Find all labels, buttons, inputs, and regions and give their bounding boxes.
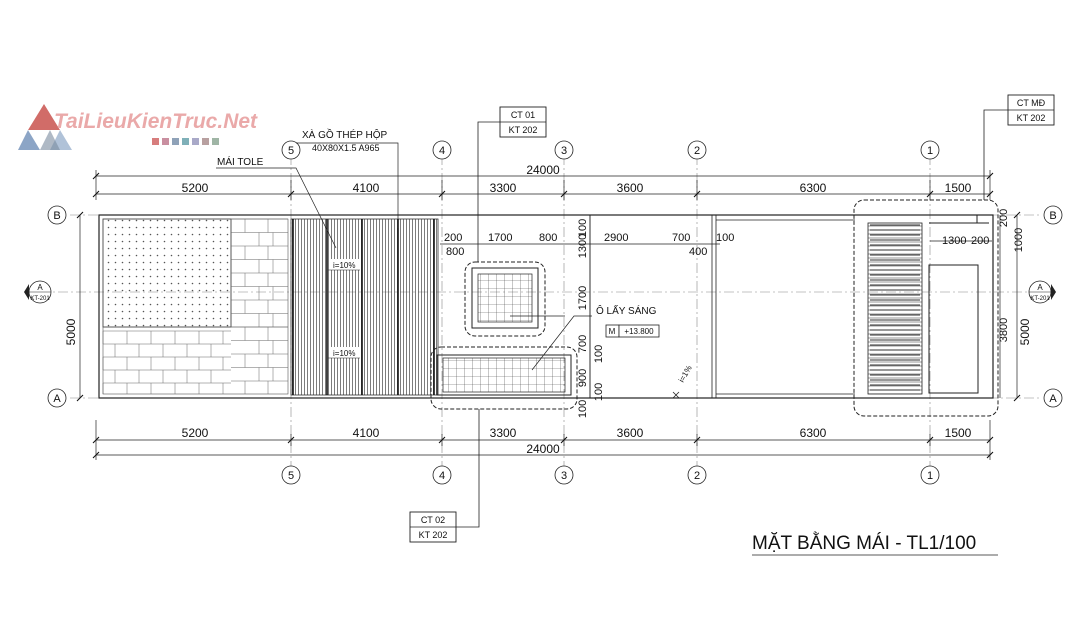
grid-label-2-bottom: 2	[694, 470, 700, 482]
stair-roof-zone	[853, 199, 999, 417]
dim-bottom-span-1: 5200	[182, 426, 209, 440]
section-letter-left: A	[37, 283, 43, 292]
slope-1: i=10%	[328, 259, 360, 271]
label-slope-2: i=10%	[333, 349, 355, 358]
callout-ct02-line2: KT 202	[419, 530, 448, 540]
grid-label-3-bottom: 3	[561, 470, 567, 482]
dim-400: 400	[689, 246, 707, 258]
dim-800b: 800	[539, 232, 557, 244]
grid-bubbles	[47, 140, 1063, 485]
dim-top-span-3: 3300	[490, 181, 517, 195]
dim-200b: 200	[998, 209, 1010, 227]
section-letter-right: A	[1037, 283, 1043, 292]
section-sheet-right: KT-201	[1030, 296, 1050, 302]
label-mai-tole: MÁI TOLE	[217, 155, 264, 168]
grid-label-5-top: 5	[288, 145, 294, 157]
grid-label-b-right: B	[1049, 210, 1056, 222]
drawing-title: MẶT BẰNG MÁI - TL1/100	[752, 532, 976, 554]
dim-100e: 100	[577, 400, 589, 418]
grid-label-1-bottom: 1	[927, 470, 933, 482]
grid-label-2-top: 2	[694, 145, 700, 157]
callout-ct02: CT 02 KT 202	[409, 409, 480, 543]
dim-100a: 100	[577, 219, 589, 237]
dim-bottom-span-2: 4100	[353, 426, 380, 440]
label-slope-3: i=1%	[677, 364, 694, 384]
dim-top-span-1: 5200	[182, 181, 209, 195]
callout-ctmd-line1: CT MĐ	[1017, 98, 1046, 108]
grid-label-a-right: A	[1049, 393, 1057, 405]
logo-text: TaiLieuKienTruc.Net	[54, 110, 258, 133]
level-marker: M +13.800	[605, 324, 660, 338]
callout-ct01-line1: CT 01	[511, 110, 535, 120]
dim-100b: 100	[716, 232, 734, 244]
label-o-lay-sang: Ô LẤY SÁNG	[596, 304, 657, 317]
callout-ct01-line2: KT 202	[509, 125, 538, 135]
dim-bottom-span-4: 3600	[617, 426, 644, 440]
skylight-2	[430, 346, 578, 410]
label-slope-1: i=10%	[333, 261, 355, 270]
dim-top-span-2: 4100	[353, 181, 380, 195]
grid-label-4-top: 4	[439, 145, 445, 157]
dim-100c: 100	[593, 345, 605, 363]
logo-triangle-blue	[18, 130, 40, 150]
slope-2: i=10%	[328, 347, 360, 359]
level-value: +13.800	[624, 327, 654, 336]
dim-1300b: 1300	[942, 235, 966, 247]
grid-label-b-left: B	[53, 210, 60, 222]
dim-bottom-span-5: 6300	[800, 426, 827, 440]
dim-width-right: 5000	[1018, 318, 1032, 345]
callout-ctmd-line2: KT 202	[1017, 113, 1046, 123]
grid-label-5-bottom: 5	[288, 470, 294, 482]
dim-top-span-5: 6300	[800, 181, 827, 195]
dim-200a: 200	[444, 232, 462, 244]
logo-color-strip	[152, 138, 219, 145]
dim-bottom-span-6: 1500	[945, 426, 972, 440]
dimension-ticks	[76, 172, 1021, 459]
skylight-1	[464, 261, 546, 337]
roof-zone-tole	[290, 218, 439, 396]
grid-label-1-top: 1	[927, 145, 933, 157]
dim-900: 900	[577, 369, 589, 387]
dim-1700a: 1700	[488, 232, 512, 244]
dim-2900: 2900	[604, 232, 628, 244]
watermark-logo: TaiLieuKienTruc.Net	[14, 100, 264, 160]
label-xa-go-1: XÀ GỒ THÉP HỘP	[302, 128, 388, 141]
label-xa-go-2: 40X80X1.5 A965	[312, 143, 380, 153]
callout-ctmd: CT MĐ KT 202	[983, 94, 1055, 200]
dim-bottom-span-3: 3300	[490, 426, 517, 440]
grid-label-a-left: A	[53, 393, 61, 405]
dim-3800: 3800	[998, 318, 1010, 342]
section-sheet-left: KT-201	[30, 296, 50, 302]
dim-top-span-4: 3600	[617, 181, 644, 195]
level-m: M	[609, 327, 616, 336]
dim-1300a: 1300	[577, 234, 589, 258]
logo-triangle-red	[28, 104, 60, 130]
dim-overall-top: 24000	[526, 163, 560, 177]
dim-700a: 700	[672, 232, 690, 244]
logo-triangle-gray	[40, 130, 60, 150]
dim-top-span-6: 1500	[945, 181, 972, 195]
callout-ct02-line1: CT 02	[421, 515, 445, 525]
label-leaders	[216, 142, 592, 371]
section-marker-right: A KT-201	[1028, 280, 1056, 304]
dim-overall-bottom: 24000	[526, 442, 560, 456]
grid-label-3-top: 3	[561, 145, 567, 157]
dim-1700b: 1700	[577, 286, 589, 310]
callout-ct01: CT 01 KT 202	[477, 106, 547, 262]
grid-label-4-bottom: 4	[439, 470, 445, 482]
dim-1000: 1000	[1013, 228, 1025, 252]
dim-width-left: 5000	[64, 318, 78, 345]
dim-100d: 100	[593, 383, 605, 401]
section-marker-left: A KT-201	[24, 280, 52, 304]
dimension-lines	[79, 170, 1018, 460]
roof-zone-tiles	[102, 218, 289, 395]
dim-700b: 700	[577, 335, 589, 353]
building-outline	[98, 214, 994, 399]
dim-200c: 200	[971, 235, 989, 247]
dim-800a: 800	[446, 246, 464, 258]
